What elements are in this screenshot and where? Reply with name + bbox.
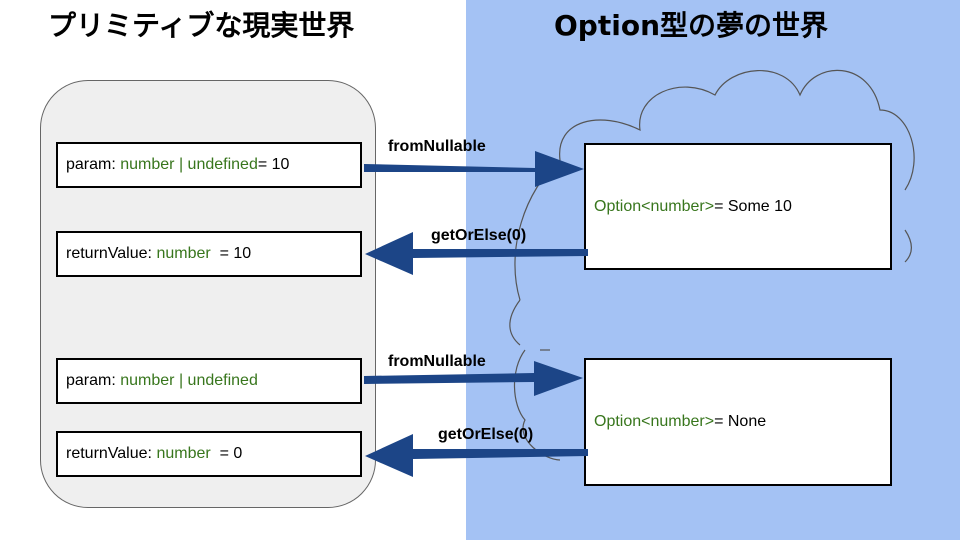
from-nullable-label: fromNullable xyxy=(388,353,486,370)
get-or-else-arrow xyxy=(365,232,588,275)
param-box: param: number | undefined = 10 xyxy=(56,142,362,188)
return-name: returnValue: xyxy=(66,445,152,462)
param-box: param: number | undefined xyxy=(56,358,362,404)
get-or-else-label: getOrElse(0) xyxy=(438,426,534,443)
real-world-title: プリミティブな現実世界 xyxy=(48,9,355,42)
option-value: = None xyxy=(714,413,767,430)
option-box: Option<number> = Some 10 xyxy=(584,143,892,270)
return-value-box: returnValue: number = 0 xyxy=(56,431,362,477)
param-name: param: xyxy=(66,372,116,389)
get-or-else-label: getOrElse(0) xyxy=(431,227,527,244)
from-nullable-arrow xyxy=(364,151,584,187)
option-world-title: Option型の夢の世界 xyxy=(554,9,828,42)
return-type: number xyxy=(156,445,211,462)
param-type: number | undefined xyxy=(120,372,258,389)
option-type: Option<number> xyxy=(594,413,715,430)
param-type: number | undefined xyxy=(120,156,258,173)
option-type: Option<number> xyxy=(594,197,715,215)
param-name: param: xyxy=(66,156,116,173)
param-value: = 10 xyxy=(257,156,290,173)
return-value: = 10 xyxy=(210,245,252,262)
option-box: Option<number> = None xyxy=(584,358,892,486)
option-value: = Some 10 xyxy=(714,197,792,215)
from-nullable-label: fromNullable xyxy=(388,138,486,155)
get-or-else-arrow xyxy=(365,434,588,477)
return-type: number xyxy=(156,245,211,262)
return-value: = 0 xyxy=(210,445,243,462)
return-name: returnValue: xyxy=(66,245,152,262)
return-value-box: returnValue: number = 10 xyxy=(56,231,362,277)
from-nullable-arrow xyxy=(364,361,583,396)
